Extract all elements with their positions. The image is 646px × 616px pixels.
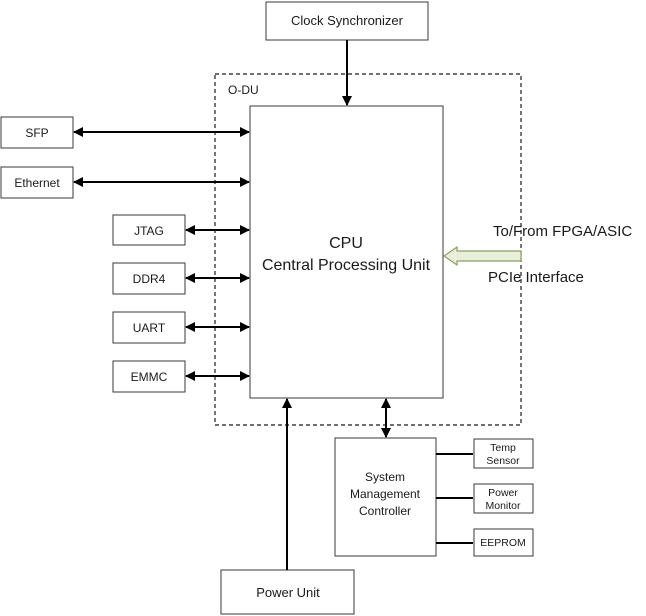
eeprom-label: EEPROM [480,537,526,549]
fpga-asic-label: To/From FPGA/ASIC [493,223,632,240]
ethernet-box [0,166,74,199]
power-monitor-label-line2: Monitor [485,500,521,512]
power-monitor-box [473,483,534,514]
cpu-box [249,105,444,399]
cpu-title: CPU [329,235,363,252]
temp-sensor-box [473,438,534,469]
odu-label: O-DU [228,83,259,97]
sfp-box [0,116,74,149]
pcie-arrow-icon [442,245,522,267]
emmc-label: EMMC [131,370,168,384]
cpu-subtitle: Central Processing Unit [262,257,431,274]
clock-synchronizer-box [265,1,429,41]
ethernet-label: Ethernet [14,176,60,190]
smc-label-line1: System [365,470,405,484]
smc-label-line3: Controller [359,504,411,518]
jtag-label: JTAG [134,224,164,238]
eeprom-box [473,528,534,557]
smc-label-line2: Management [350,487,421,501]
temp-sensor-label-line1: Temp [490,442,516,454]
power-unit-label: Power Unit [256,585,320,600]
jtag-box [112,214,186,246]
system-management-controller-box [334,437,437,557]
temp-sensor-label-line2: Sensor [486,455,520,467]
power-unit-box [220,569,355,615]
uart-label: UART [133,321,166,335]
power-monitor-label-line1: Power [488,487,518,499]
sfp-label: SFP [25,126,48,140]
clock-synchronizer-label: Clock Synchronizer [291,13,404,28]
emmc-box [112,360,186,393]
ddr4-label: DDR4 [133,272,166,286]
pcie-interface-label: PCIe Interface [488,269,584,286]
